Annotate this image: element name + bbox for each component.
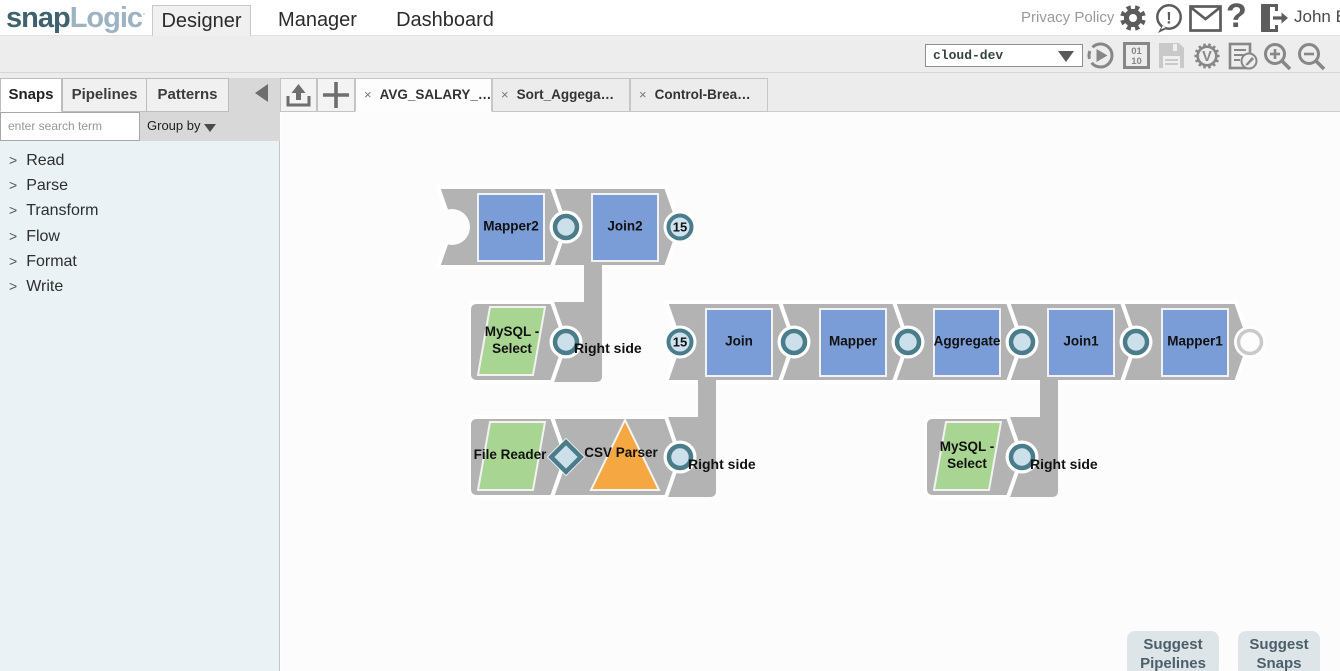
svg-text:Join2: Join2 bbox=[607, 219, 642, 234]
svg-text:Mapper1: Mapper1 bbox=[1167, 334, 1223, 349]
svg-text:Select: Select bbox=[492, 341, 532, 356]
svg-text:15: 15 bbox=[673, 335, 687, 350]
svg-text:MySQL -: MySQL - bbox=[485, 324, 540, 339]
svg-text:Mapper2: Mapper2 bbox=[483, 219, 539, 234]
svg-text:Right side: Right side bbox=[574, 340, 642, 356]
svg-text:Right side: Right side bbox=[1030, 456, 1098, 472]
svg-text:CSV Parser: CSV Parser bbox=[584, 445, 658, 460]
svg-text:File Reader: File Reader bbox=[474, 447, 548, 462]
svg-text:Mapper: Mapper bbox=[829, 334, 878, 349]
svg-text:15: 15 bbox=[673, 220, 687, 235]
svg-text:Join1: Join1 bbox=[1063, 334, 1099, 349]
svg-text:V: V bbox=[1202, 49, 1212, 65]
svg-text:Right side: Right side bbox=[688, 456, 756, 472]
svg-text:10: 10 bbox=[1131, 56, 1142, 67]
svg-text:MySQL -: MySQL - bbox=[940, 439, 995, 454]
svg-text:!: ! bbox=[1166, 9, 1172, 28]
svg-text:Aggregate: Aggregate bbox=[934, 334, 1001, 349]
svg-text:Join: Join bbox=[725, 334, 753, 349]
svg-text:Select: Select bbox=[947, 456, 987, 471]
svg-text:01: 01 bbox=[1131, 46, 1142, 57]
